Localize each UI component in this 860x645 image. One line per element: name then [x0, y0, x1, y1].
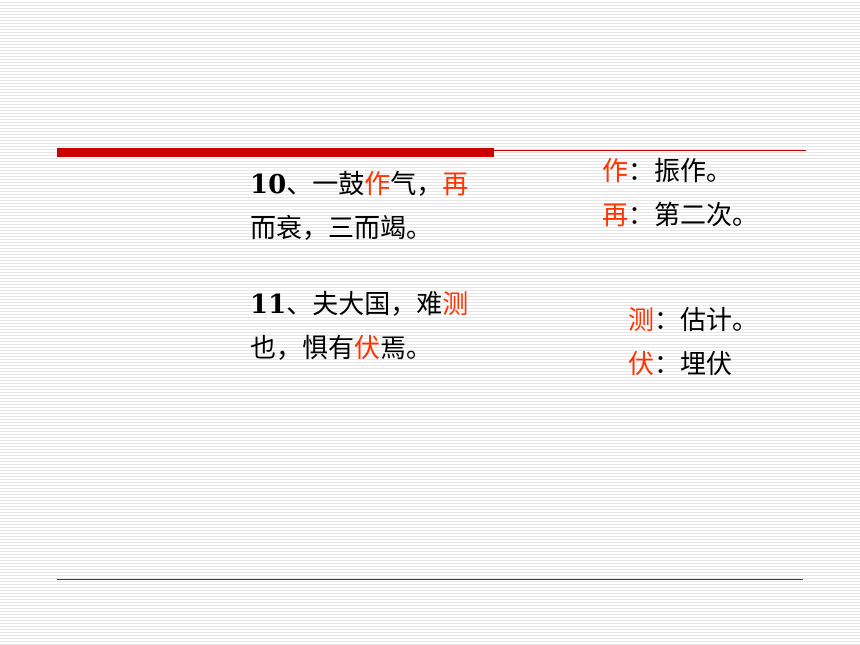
highlighted-word: 伏	[354, 334, 381, 364]
gloss-item: 伏：埋伏	[628, 343, 758, 387]
highlighted-word: 作	[364, 170, 391, 200]
sentence-10-line-2: 而衰，三而竭。	[250, 207, 468, 251]
gloss-group-10: 作：振作。 再：第二次。	[602, 150, 758, 238]
text-run: 气，	[390, 170, 443, 200]
gloss-term: 测	[628, 306, 655, 336]
gloss-item: 再：第二次。	[602, 194, 758, 238]
sentence-10: 10、一鼓作气，再 而衰，三而竭。	[250, 163, 468, 251]
sentence-10-line-1: 10、一鼓作气，再	[250, 163, 468, 207]
gloss-item: 作：振作。	[602, 150, 758, 194]
gloss-group-11: 测：估计。 伏：埋伏	[628, 299, 758, 387]
text-run: 焉。	[380, 334, 433, 364]
sentence-11-line-1: 11、夫大国，难测	[250, 283, 468, 327]
highlighted-word: 再	[442, 170, 469, 200]
sentence-11: 11、夫大国，难测 也，惧有伏焉。	[250, 283, 468, 371]
text-run: 、夫大国，难	[286, 290, 443, 320]
text-run: 也，惧有	[250, 334, 355, 364]
footer-rule	[57, 579, 803, 580]
title-rule-thick	[57, 148, 494, 157]
text-run: 而衰，三而竭。	[250, 214, 433, 244]
gloss-definition: ：估计。	[654, 306, 759, 336]
gloss-term: 作	[602, 157, 629, 187]
gloss-definition: ：埋伏	[654, 350, 733, 380]
title-rule-thin	[494, 150, 806, 151]
sentence-11-number: 11	[250, 290, 287, 320]
gloss-term: 再	[602, 201, 629, 231]
gloss-definition: ：振作。	[628, 157, 733, 187]
text-run: 、一鼓	[286, 170, 365, 200]
gloss-term: 伏	[628, 350, 655, 380]
gloss-definition: ：第二次。	[628, 201, 759, 231]
highlighted-word: 测	[442, 290, 469, 320]
sentence-10-number: 10	[250, 170, 287, 200]
gloss-item: 测：估计。	[628, 299, 758, 343]
sentence-11-line-2: 也，惧有伏焉。	[250, 327, 468, 371]
